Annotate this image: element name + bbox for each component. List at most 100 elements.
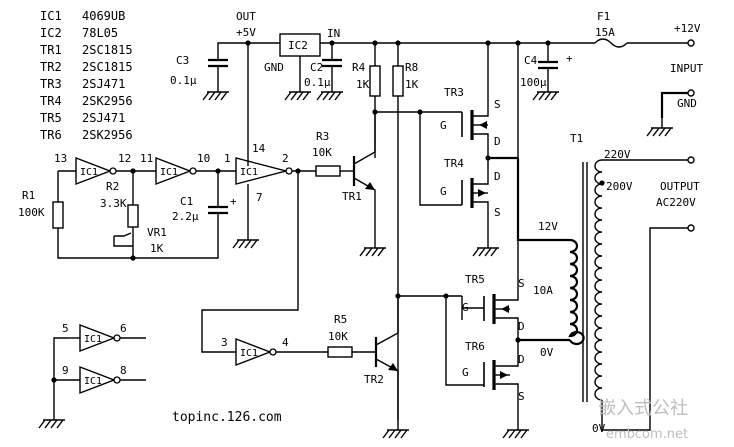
label-r2-value: 3.3K xyxy=(100,197,127,210)
label-inv6: IC1 xyxy=(84,376,102,387)
tr4-source xyxy=(472,201,489,238)
junction-5v xyxy=(245,40,251,46)
label-in: IN xyxy=(327,27,340,40)
labels: OUT +5V IN GND F1 15A +12V INPUT GND C3 … xyxy=(18,10,703,442)
tr4-drain xyxy=(472,158,489,185)
label-inv1: IC1 xyxy=(80,167,98,178)
label-tr1: TR1 xyxy=(342,190,362,203)
tr1-emitter-arrow xyxy=(365,182,375,190)
inverter-6 xyxy=(79,365,116,395)
inverter-3 xyxy=(235,157,289,185)
label-r1-value: 100K xyxy=(18,206,45,219)
tr3-source xyxy=(472,43,489,117)
ground-icon xyxy=(472,237,500,257)
label-inv3: IC1 xyxy=(240,167,258,178)
wire-tr4-gate xyxy=(419,112,462,206)
parts-ref-0: IC1 xyxy=(40,9,62,23)
resistor-r4 xyxy=(369,65,381,97)
mosfet-bridge-lower xyxy=(445,43,570,439)
label-output: OUTPUT xyxy=(660,180,700,193)
inverter-bubble xyxy=(109,167,117,175)
label-c2: C2 xyxy=(310,61,323,74)
label-vr1-value: 1K xyxy=(150,242,164,255)
ground-icon xyxy=(646,117,674,137)
ground-icon xyxy=(382,419,410,439)
label-r5: R5 xyxy=(334,313,347,326)
label-tr6-g: G xyxy=(462,366,469,379)
label-r5-value: 10K xyxy=(328,330,348,343)
label-c1-value: 2.2μ xyxy=(172,210,199,223)
label-tr5: TR5 xyxy=(465,273,485,286)
parts-ref-7: TR6 xyxy=(40,128,62,142)
tap-200v xyxy=(599,180,605,186)
label-pin8: 8 xyxy=(120,364,127,377)
parts-ref-2: TR1 xyxy=(40,43,62,57)
inverter-5 xyxy=(79,323,116,353)
ic2-label: IC2 xyxy=(288,39,308,52)
label-pin5: 5 xyxy=(62,322,69,335)
label-r3-value: 10K xyxy=(312,146,332,159)
watermark-text: 嵌入式公社 xyxy=(598,398,688,419)
tr3-drain xyxy=(472,133,489,158)
inverter-2 xyxy=(155,156,192,186)
wire-r1-bottom xyxy=(57,228,133,259)
tr2-emitter-arrow xyxy=(388,363,398,371)
resistor-r8 xyxy=(392,65,404,97)
inverter-bubble xyxy=(189,167,197,175)
label-c4-plus: + xyxy=(566,52,573,65)
parts-value-6: 2SJ471 xyxy=(82,111,125,125)
terminal-12v[interactable] xyxy=(687,39,695,47)
parts-value-5: 2SK2956 xyxy=(82,94,133,108)
label-r2: R2 xyxy=(106,180,119,193)
parts-ref-3: TR2 xyxy=(40,60,62,74)
ground-icon xyxy=(202,81,230,101)
watermark-url: embcom.net xyxy=(606,427,688,442)
label-f1: F1 xyxy=(597,10,610,23)
label-tr3-d: D xyxy=(494,135,501,148)
label-c2-value: 0.1μ xyxy=(304,76,331,89)
label-r8-value: 1K xyxy=(405,78,419,91)
inverter-4 xyxy=(235,337,272,367)
wire-0v-output xyxy=(601,227,688,431)
inverter-bubble xyxy=(113,376,121,384)
terminal-output-220v[interactable] xyxy=(687,156,695,164)
parts-value-3: 2SC1815 xyxy=(82,60,133,74)
inverter-bubble xyxy=(285,167,293,175)
terminal-gnd[interactable] xyxy=(687,89,695,97)
label-tr4-d: D xyxy=(494,170,501,183)
parts-value-1: 78L05 xyxy=(82,26,118,40)
label-input-gnd: GND xyxy=(677,97,697,110)
label-12v-tap: 12V xyxy=(538,220,558,233)
label-pin4: 4 xyxy=(282,336,289,349)
parts-value-4: 2SJ471 xyxy=(82,77,125,91)
parts-ref-5: TR4 xyxy=(40,94,62,108)
label-r1: R1 xyxy=(22,189,35,202)
label-c4: C4 xyxy=(524,54,538,67)
tr6-drain xyxy=(494,340,519,367)
transistor-tr1 xyxy=(352,109,462,257)
label-inv2: IC1 xyxy=(160,167,178,178)
ground-icon xyxy=(359,237,387,257)
footer-url: topinc.126.com xyxy=(172,410,282,425)
terminal-output-0v[interactable] xyxy=(687,224,695,232)
label-vr1: VR1 xyxy=(147,226,167,239)
ground-icon xyxy=(38,409,66,429)
label-tr5-d: D xyxy=(518,320,525,333)
label-out: OUT xyxy=(236,10,256,23)
label-tr5-s: S xyxy=(518,277,525,290)
parts-value-2: 2SC1815 xyxy=(82,43,133,57)
ground-icon xyxy=(502,419,530,439)
junction-tr1 xyxy=(372,109,378,115)
junction-spare xyxy=(51,377,57,383)
junction-tr4-gate xyxy=(417,109,423,115)
label-pin1: 1 xyxy=(224,152,231,165)
inverter-bubble xyxy=(269,348,277,356)
inverter-bubble xyxy=(113,334,121,342)
label-r4-value: 1K xyxy=(356,78,370,91)
driver-lower xyxy=(235,293,462,439)
tr5-drain xyxy=(494,317,519,340)
primary-coil xyxy=(568,238,585,346)
wire-c1-bottom xyxy=(133,213,219,259)
label-c3-value: 0.1μ xyxy=(170,74,197,87)
